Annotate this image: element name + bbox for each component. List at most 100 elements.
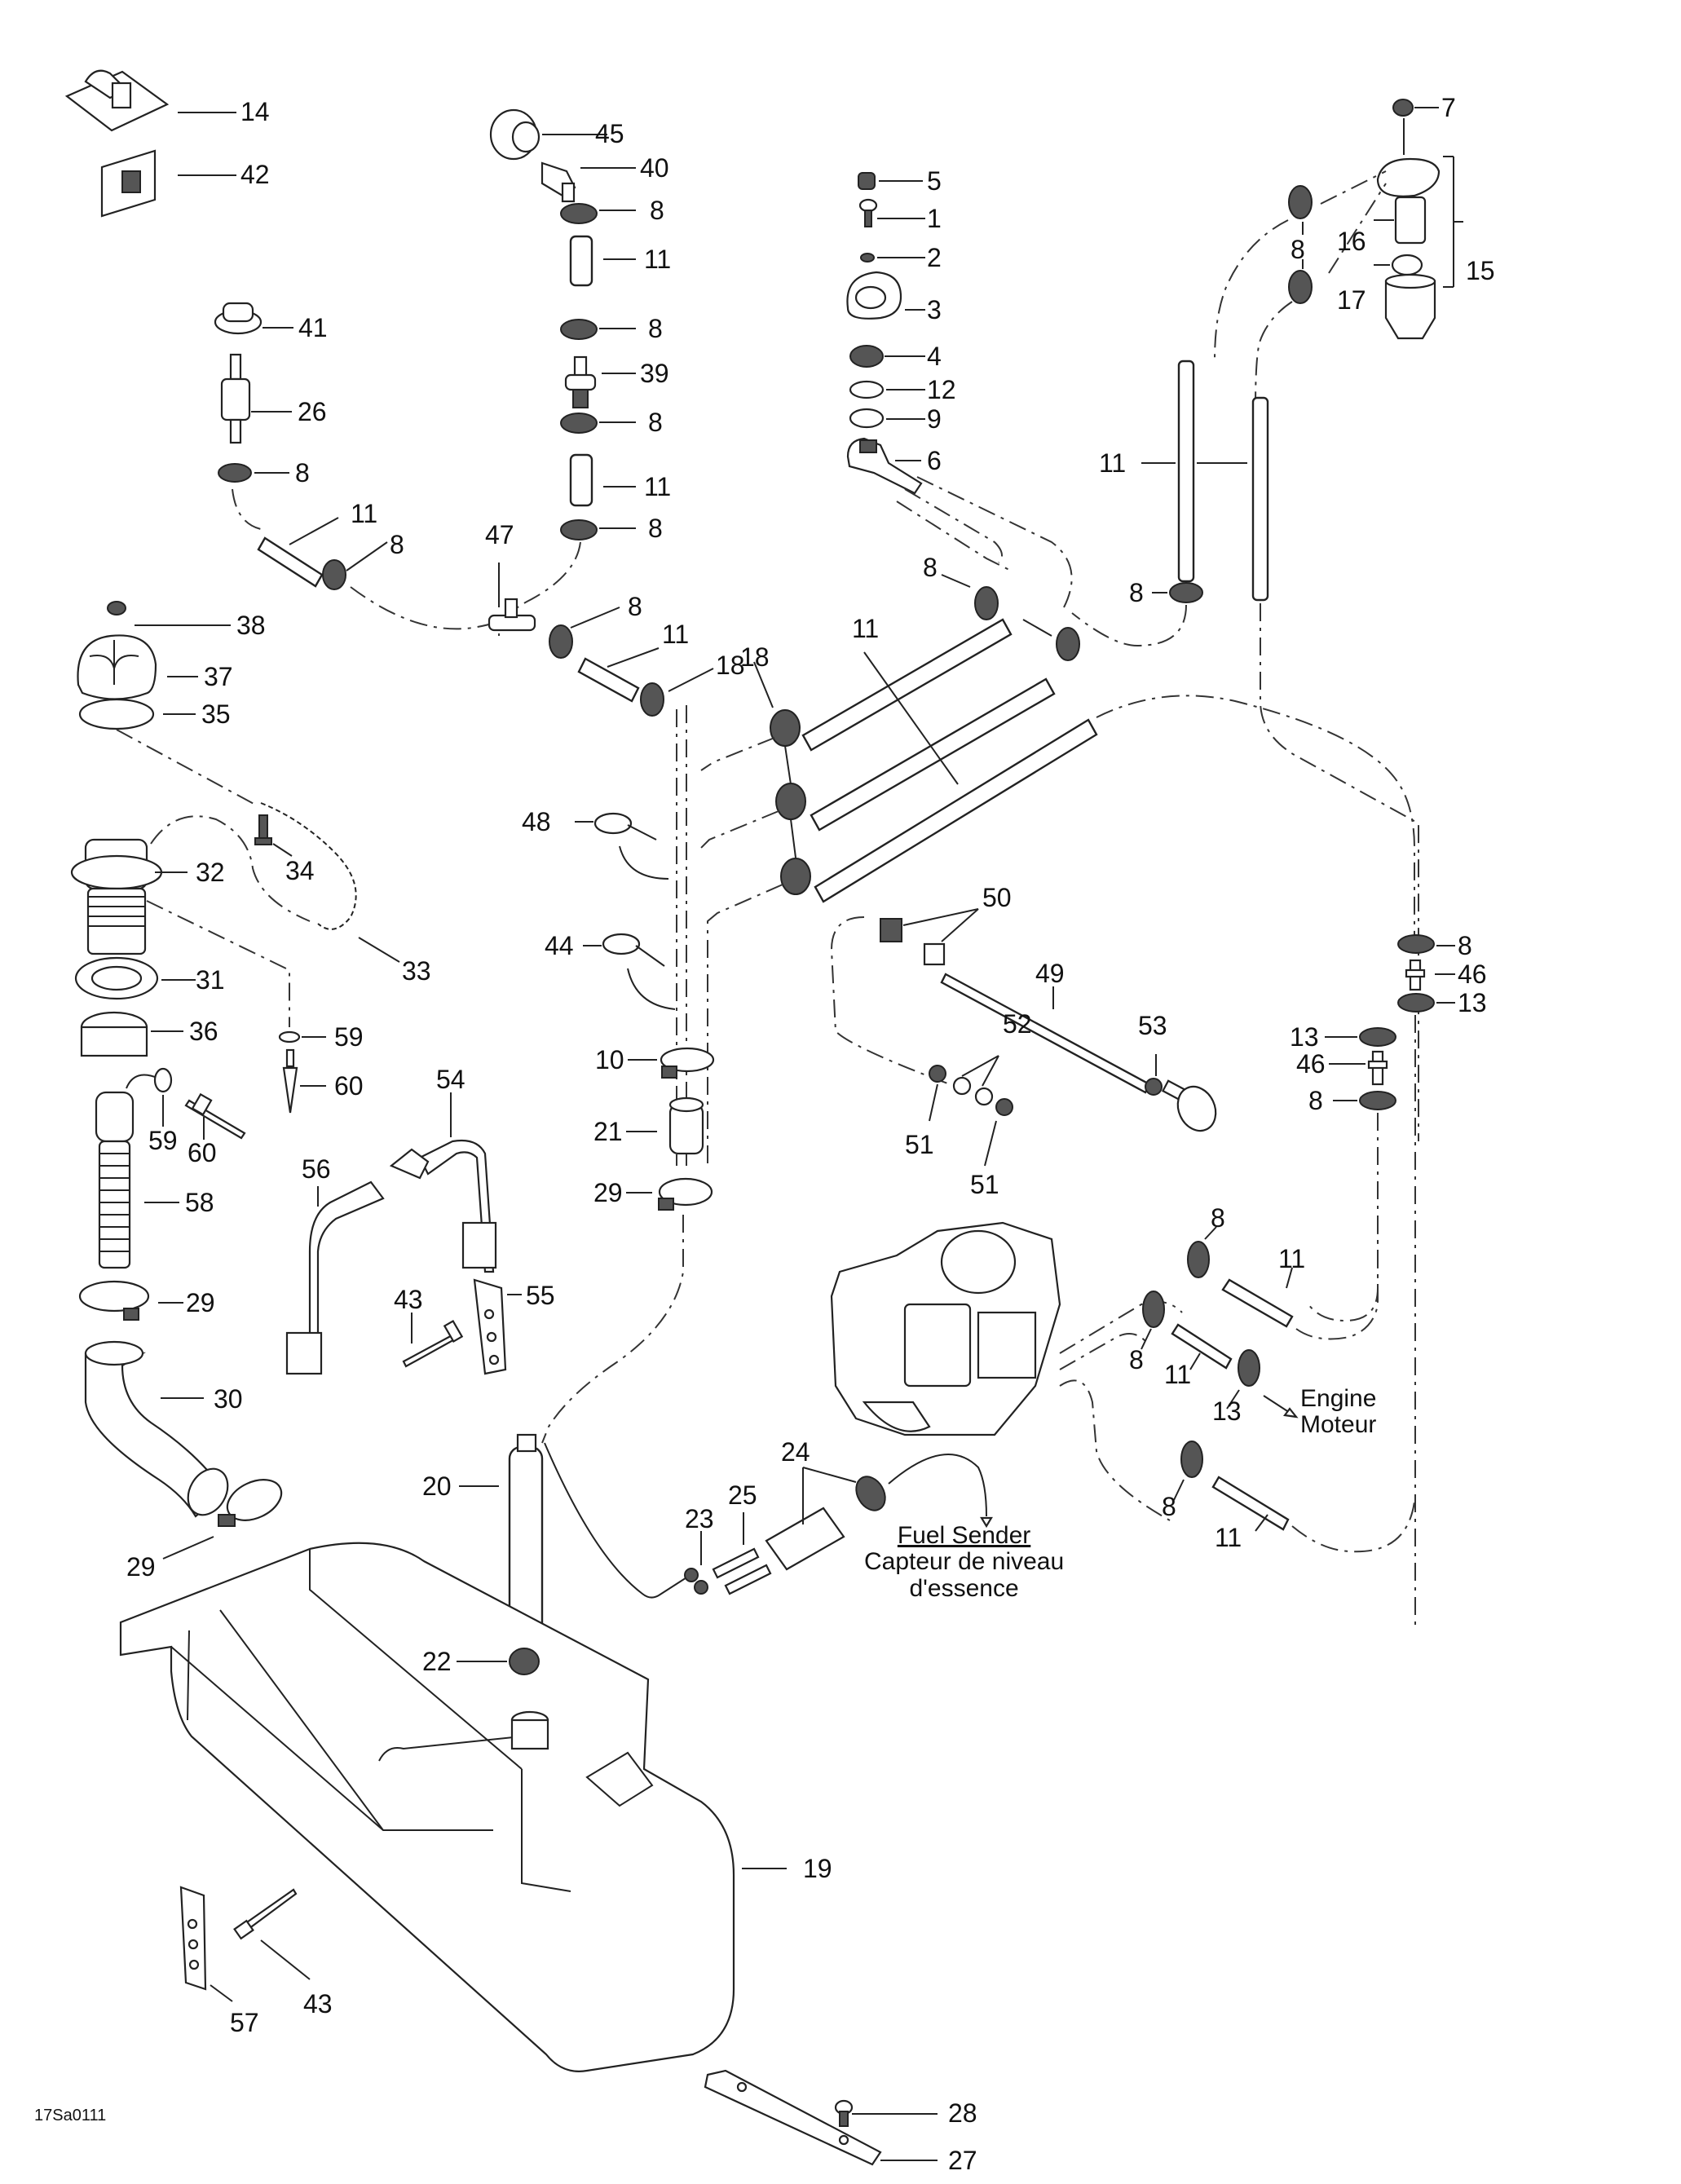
callout-1[interactable]: 1 [927,204,942,233]
callout-8[interactable]: 8 [390,530,404,559]
callout-8[interactable]: 8 [295,458,310,488]
rivet-part-43[interactable] [233,1888,298,1940]
screw-part-1[interactable] [858,198,878,227]
plug-part-38[interactable] [107,601,126,615]
callout-8[interactable]: 8 [1308,1086,1323,1115]
callout-18[interactable]: 18 [740,642,770,672]
callout-44[interactable]: 44 [545,931,574,960]
callout-11[interactable]: 11 [351,499,378,528]
callout-28[interactable]: 28 [948,2098,977,2128]
callout-45[interactable]: 45 [595,119,624,148]
plate-part-50[interactable] [923,942,946,966]
washer-part-59[interactable] [153,1067,173,1093]
callout-57[interactable]: 57 [230,2008,259,2037]
callout-46[interactable]: 46 [1458,960,1487,989]
callout-46[interactable]: 46 [1296,1049,1326,1079]
callout-11[interactable]: 11 [852,614,880,643]
elbow-fitting-part-40[interactable] [540,161,576,203]
callout-53[interactable]: 53 [1138,1011,1167,1040]
gasket-part-35[interactable] [78,698,155,730]
callout-5[interactable]: 5 [927,166,942,196]
callout-50[interactable]: 50 [982,883,1012,912]
bracket-part-27[interactable] [704,2069,882,2166]
callout-54[interactable]: 54 [436,1065,465,1094]
nut-part-36[interactable] [80,1011,148,1057]
callout-14[interactable]: 14 [240,97,270,126]
hose-part-11[interactable] [814,718,1098,903]
hose-clamp-part-29[interactable] [218,1471,288,1528]
callout-39[interactable]: 39 [640,359,669,388]
callout-29[interactable]: 29 [126,1552,156,1582]
callout-8[interactable]: 8 [1129,1345,1144,1374]
callout-16[interactable]: 16 [1337,227,1366,256]
callout-8[interactable]: 8 [650,196,664,225]
callout-37[interactable]: 37 [204,662,233,691]
callout-8[interactable]: 8 [1458,931,1472,960]
callout-11[interactable]: 11 [1099,448,1127,478]
callout-47[interactable]: 47 [485,520,514,549]
cable-tie-part-48[interactable] [593,812,657,841]
nut-part-51[interactable] [929,1065,946,1083]
callout-8[interactable]: 8 [628,592,642,621]
hose-clamp-part-29[interactable] [658,1177,713,1211]
hose-part-11[interactable] [569,235,593,287]
gasket-part-50[interactable] [880,918,902,942]
callout-11[interactable]: 11 [1215,1523,1242,1552]
washer-part-52[interactable] [974,1087,994,1106]
callout-21[interactable]: 21 [593,1117,623,1146]
callout-6[interactable]: 6 [927,446,942,475]
callout-29[interactable]: 29 [186,1288,215,1317]
hose-part-11[interactable] [1221,1278,1294,1328]
washer-part-12[interactable] [849,380,885,399]
callout-32[interactable]: 32 [196,858,225,887]
callout-11[interactable]: 11 [1278,1244,1306,1273]
callout-18[interactable]: 18 [716,651,745,680]
callout-11[interactable]: 11 [662,620,690,649]
callout-40[interactable]: 40 [640,153,669,183]
callout-38[interactable]: 38 [236,611,266,640]
plate-part-55[interactable] [473,1278,507,1375]
filler-neck-part-32[interactable] [70,838,163,955]
nut-part-51[interactable] [995,1098,1013,1116]
callout-9[interactable]: 9 [927,404,942,434]
callout-33[interactable]: 33 [402,956,431,986]
fuel-sender-part-20[interactable] [508,1433,544,1661]
callout-34[interactable]: 34 [285,856,315,885]
fuel-filter-part-26[interactable] [220,353,251,444]
knob-part-3[interactable] [846,271,902,320]
connector-part-24[interactable] [765,1471,891,1571]
hose-part-11[interactable] [1177,360,1195,583]
callout-29[interactable]: 29 [593,1178,623,1207]
callout-56[interactable]: 56 [302,1154,331,1184]
grommet-part-41[interactable] [214,302,263,335]
vent-cap-part-45[interactable] [489,108,540,161]
callout-25[interactable]: 25 [728,1480,757,1510]
grommet-part-21[interactable] [668,1096,704,1155]
screw-part-34[interactable] [254,814,272,845]
callout-58[interactable]: 58 [185,1188,214,1217]
hose-part-30[interactable] [84,1340,236,1522]
callout-19[interactable]: 19 [803,1854,832,1883]
filter-bowl[interactable] [1384,273,1436,340]
connector-part-46[interactable] [1405,959,1426,991]
callout-20[interactable]: 20 [422,1471,452,1501]
callout-4[interactable]: 4 [927,342,942,371]
cable-tie-part-44[interactable] [602,933,665,967]
strap-part-56[interactable] [285,1180,385,1375]
callout-60[interactable]: 60 [334,1071,364,1101]
callout-52[interactable]: 52 [1003,1009,1032,1039]
hose-clamp-part-29[interactable] [78,1280,150,1321]
callout-17[interactable]: 17 [1337,285,1366,315]
callout-8[interactable]: 8 [1211,1203,1225,1233]
callout-8[interactable]: 8 [923,553,938,582]
callout-31[interactable]: 31 [196,965,225,995]
plate-part-57[interactable] [179,1886,207,1991]
terminal-part-25[interactable] [712,1547,772,1595]
callout-60[interactable]: 60 [188,1138,217,1167]
callout-42[interactable]: 42 [240,160,270,189]
nut-part-23[interactable] [684,1568,699,1582]
tee-fitting-part-47[interactable] [488,598,536,632]
callout-36[interactable]: 36 [189,1017,218,1046]
washer-part-2[interactable] [860,253,875,263]
fuel-tank-part-19[interactable] [119,1542,735,2072]
